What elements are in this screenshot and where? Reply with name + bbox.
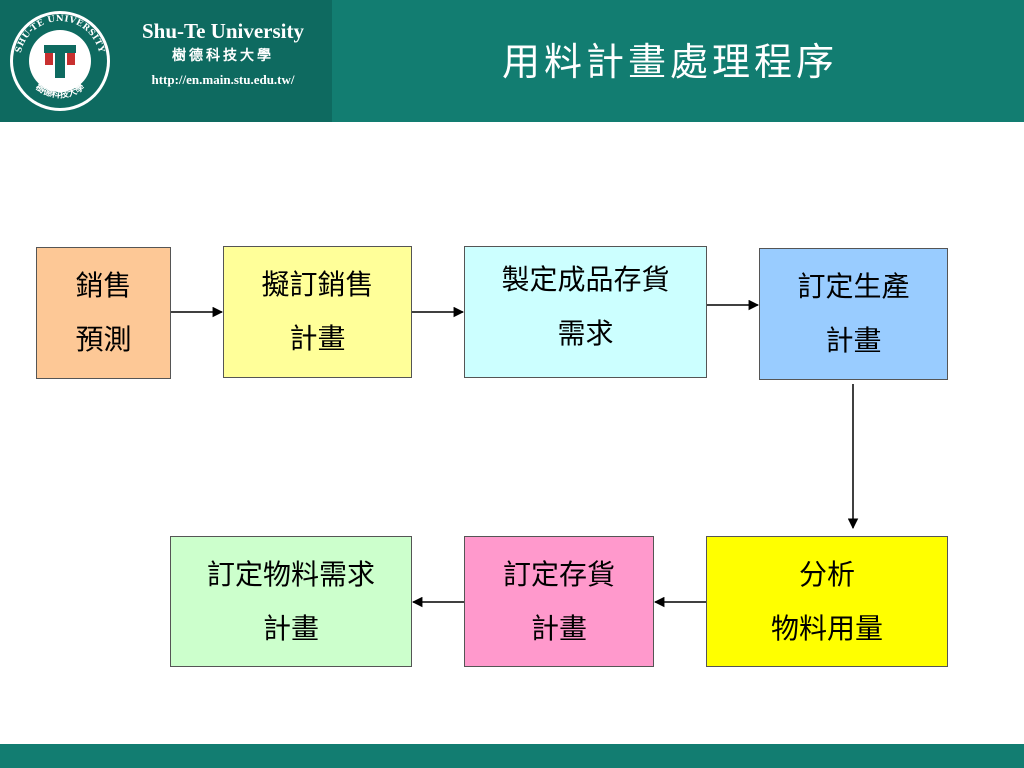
box-production-plan-line1: 訂定生產 (797, 270, 910, 303)
university-name: Shu-Te University (141, 19, 304, 43)
box-sales-forecast-line2: 預測 (75, 323, 132, 356)
box-draft-sales-plan-line1: 擬訂銷售 (261, 268, 374, 301)
box-inventory-plan-line1: 訂定存貨 (502, 557, 615, 591)
box-production-plan: 訂定生產 計畫 (759, 248, 948, 380)
university-seal-icon: SHU-TE UNIVERSITY 樹德科技大學 (10, 11, 110, 111)
box-material-requirement-plan: 訂定物料需求 計畫 (170, 536, 412, 667)
box-finished-goods-inventory-line2: 需求 (557, 317, 614, 350)
footer-bar (0, 744, 1024, 768)
header-bar: SHU-TE UNIVERSITY 樹德科技大學 Shu-Te Universi… (0, 0, 1024, 122)
box-analyze-material-usage-line2: 物料用量 (770, 611, 883, 645)
box-finished-goods-inventory: 製定成品存貨 需求 (464, 246, 707, 378)
university-name-cn: 樹德科技大學 (172, 48, 274, 64)
box-draft-sales-plan: 擬訂銷售 計畫 (223, 246, 412, 378)
box-material-requirement-plan-line2: 計畫 (262, 611, 319, 645)
box-analyze-material-usage: 分析 物料用量 (706, 536, 948, 667)
box-sales-forecast: 銷售 預測 (36, 247, 171, 379)
box-finished-goods-inventory-line1: 製定成品存貨 (501, 263, 670, 296)
box-sales-forecast-line1: 銷售 (75, 269, 132, 302)
box-production-plan-line2: 計畫 (825, 324, 882, 357)
box-analyze-material-usage-line1: 分析 (798, 557, 855, 591)
box-material-requirement-plan-line1: 訂定物料需求 (206, 557, 375, 591)
university-url[interactable]: http://en.main.stu.edu.tw/ (151, 72, 295, 87)
page-title: 用料計畫處理程序 (501, 40, 838, 84)
university-logo[interactable]: SHU-TE UNIVERSITY 樹德科技大學 Shu-Te Universi… (0, 0, 332, 122)
box-inventory-plan-line2: 計畫 (530, 611, 587, 645)
box-inventory-plan: 訂定存貨 計畫 (464, 536, 654, 667)
box-draft-sales-plan-line2: 計畫 (289, 322, 346, 355)
